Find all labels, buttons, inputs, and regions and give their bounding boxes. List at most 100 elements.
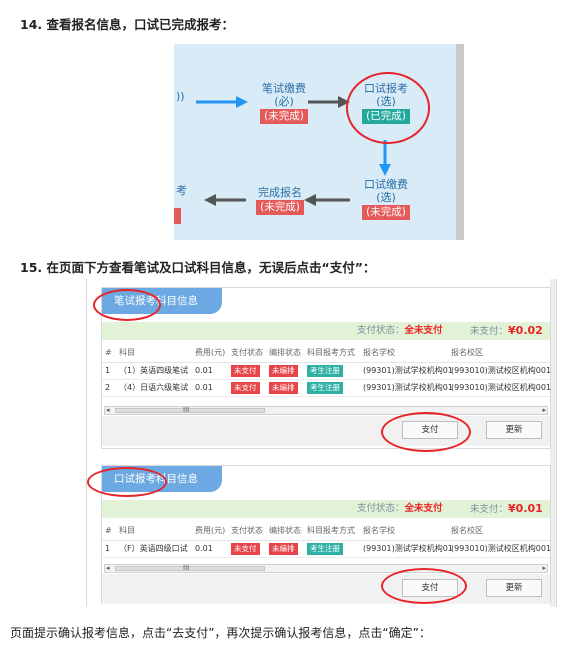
register-method-badge: 考生注册 — [307, 542, 343, 555]
column-header: 编排状态 — [266, 344, 304, 363]
arrow-to-oral-register-head — [338, 96, 350, 108]
table-cell: 未编排 — [266, 362, 304, 380]
table-cell: (993010)测试校区机构001 — [448, 379, 551, 397]
scroll-thumb[interactable] — [115, 566, 265, 571]
pay-status-badge: 未支付 — [231, 381, 260, 394]
highlight-oral-register — [346, 72, 430, 144]
column-header: 费用(元) — [192, 522, 228, 541]
table-cell: 未编排 — [266, 540, 304, 558]
oral-unpaid-label: 未支付： — [470, 504, 509, 515]
written-payment-summary: 支付状态：全未支付 未支付：¥0.02 — [102, 322, 550, 340]
registration-flow-diagram: )) 考 笔试缴费 (必) (未完成) 口试报考 (选) (已完成) 完成报名 … — [174, 44, 464, 240]
table-cell: （4）日语六级笔试 — [116, 379, 192, 397]
page-scrollbar[interactable] — [550, 279, 556, 607]
scroll-left-arrow-icon[interactable]: ◂ — [106, 564, 110, 572]
oral-horizontal-scrollbar[interactable]: ◂ III ▸ — [104, 564, 548, 573]
table-cell: (99301)测试学校机构01 — [360, 362, 453, 380]
oral-pay-status-label: 支付状态： — [357, 503, 405, 514]
flow-arrows — [196, 96, 391, 206]
register-method-badge: 考生注册 — [307, 381, 343, 394]
table-cell: (993010)测试校区机构001 — [448, 362, 551, 380]
table-cell: 0.01 — [192, 362, 228, 380]
oral-table-header: #科目费用(元)支付状态编排状态科目报考方式报名学校报名校区 — [102, 522, 550, 541]
flow-edge-badge — [174, 208, 181, 224]
arrange-status-badge: 未编排 — [269, 542, 298, 555]
table-cell: (99301)测试学校机构01 — [360, 379, 453, 397]
arrow-to-oral-fee-head — [379, 164, 391, 176]
subject-info-screenshot: 笔试报考科目信息 支付状态：全未支付 未支付：¥0.02 #科目费用(元)支付状… — [86, 279, 557, 607]
column-header: # — [102, 522, 116, 541]
node-oral-fee[interactable]: 口试缴费 (选) (未完成) — [358, 178, 414, 220]
table-cell: 未编排 — [266, 379, 304, 397]
node-written-fee-status: (未完成) — [260, 109, 308, 124]
flow-edge-char: 考 — [176, 184, 187, 197]
table-cell: 考生注册 — [304, 379, 360, 397]
arrow-from-finish-head — [204, 194, 216, 206]
column-header: 科目报考方式 — [304, 522, 360, 541]
scroll-right-arrow-icon[interactable]: ▸ — [542, 406, 546, 414]
node-finish-status: (未完成) — [256, 200, 304, 215]
scroll-thumb-grip: III — [183, 406, 190, 414]
node-finish[interactable]: 完成报名 (未完成) — [252, 186, 308, 215]
highlight-oral-tab — [87, 467, 167, 497]
oral-refresh-button[interactable]: 更新 — [486, 579, 542, 597]
step-15-heading: 15. 在页面下方查看笔试及口试科目信息，无误后点击“支付”： — [20, 260, 376, 275]
arrange-status-badge: 未编排 — [269, 364, 298, 377]
written-pay-status-value: 全未支付 — [404, 325, 443, 336]
column-header: 报名校区 — [448, 344, 550, 363]
footer-instruction: 页面提示确认报考信息，点击“去支付”，再次提示确认报考信息，点击“确定”： — [10, 626, 431, 640]
table-cell: (993010)测试校区机构001 — [448, 540, 551, 558]
highlight-written-tab — [93, 289, 161, 321]
table-cell: （1）英语四级笔试 — [116, 362, 192, 380]
pay-status-badge: 未支付 — [231, 542, 260, 555]
arrow-to-written-fee-head — [236, 96, 248, 108]
register-method-badge: 考生注册 — [307, 364, 343, 377]
node-written-fee[interactable]: 笔试缴费 (必) (未完成) — [256, 82, 312, 124]
scroll-right-arrow-icon[interactable]: ▸ — [542, 564, 546, 572]
scroll-thumb[interactable] — [115, 408, 265, 413]
column-header: 支付状态 — [228, 344, 266, 363]
scroll-thumb-grip: III — [183, 564, 190, 572]
flow-scrollbar[interactable] — [456, 44, 464, 240]
written-subjects-panel: 笔试报考科目信息 支付状态：全未支付 未支付：¥0.02 #科目费用(元)支付状… — [101, 287, 551, 449]
node-oral-fee-title: 口试缴费 — [364, 178, 408, 191]
scroll-left-arrow-icon[interactable]: ◂ — [106, 406, 110, 414]
table-cell: 考生注册 — [304, 540, 360, 558]
written-pay-status-label: 支付状态： — [357, 325, 405, 336]
column-header: 科目 — [116, 344, 192, 363]
table-cell: 未支付 — [228, 362, 266, 380]
node-oral-fee-status: (未完成) — [362, 205, 410, 220]
written-unpaid-label: 未支付： — [470, 326, 509, 337]
written-button-bar: 支付 更新 — [102, 416, 550, 446]
node-oral-fee-type: (选) — [376, 191, 396, 204]
column-header: 费用(元) — [192, 344, 228, 363]
highlight-written-pay — [381, 412, 471, 452]
column-header: 编排状态 — [266, 522, 304, 541]
flow-edge-glyph: )) — [176, 90, 185, 103]
oral-unpaid-value: ¥0.01 — [508, 502, 543, 515]
oral-subjects-panel: 口试报考科目信息 支付状态：全未支付 未支付：¥0.01 #科目费用(元)支付状… — [101, 465, 551, 604]
table-cell: 考生注册 — [304, 362, 360, 380]
table-cell: 2 — [102, 379, 116, 397]
column-header: 科目报考方式 — [304, 344, 360, 363]
column-header: 科目 — [116, 522, 192, 541]
column-header: 报名校区 — [448, 522, 550, 541]
node-written-fee-type: (必) — [274, 95, 294, 108]
oral-subjects-table: #科目费用(元)支付状态编排状态科目报考方式报名学校报名校区 1（F）英语四级口… — [102, 522, 551, 558]
written-horizontal-scrollbar[interactable]: ◂ III ▸ — [104, 406, 548, 415]
highlight-oral-pay — [381, 568, 467, 604]
written-unpaid-value: ¥0.02 — [508, 324, 543, 337]
step-14-heading: 14. 查看报名信息，口试已完成报考： — [20, 17, 234, 32]
table-cell: 1 — [102, 362, 116, 380]
node-finish-title: 完成报名 — [258, 186, 302, 199]
arrange-status-badge: 未编排 — [269, 381, 298, 394]
oral-pay-status-value: 全未支付 — [404, 503, 443, 514]
node-written-fee-title: 笔试缴费 — [262, 82, 306, 95]
table-cell: 未支付 — [228, 540, 266, 558]
table-cell: （F）英语四级口试 — [116, 540, 192, 558]
column-header: 支付状态 — [228, 522, 266, 541]
written-refresh-button[interactable]: 更新 — [486, 421, 542, 439]
